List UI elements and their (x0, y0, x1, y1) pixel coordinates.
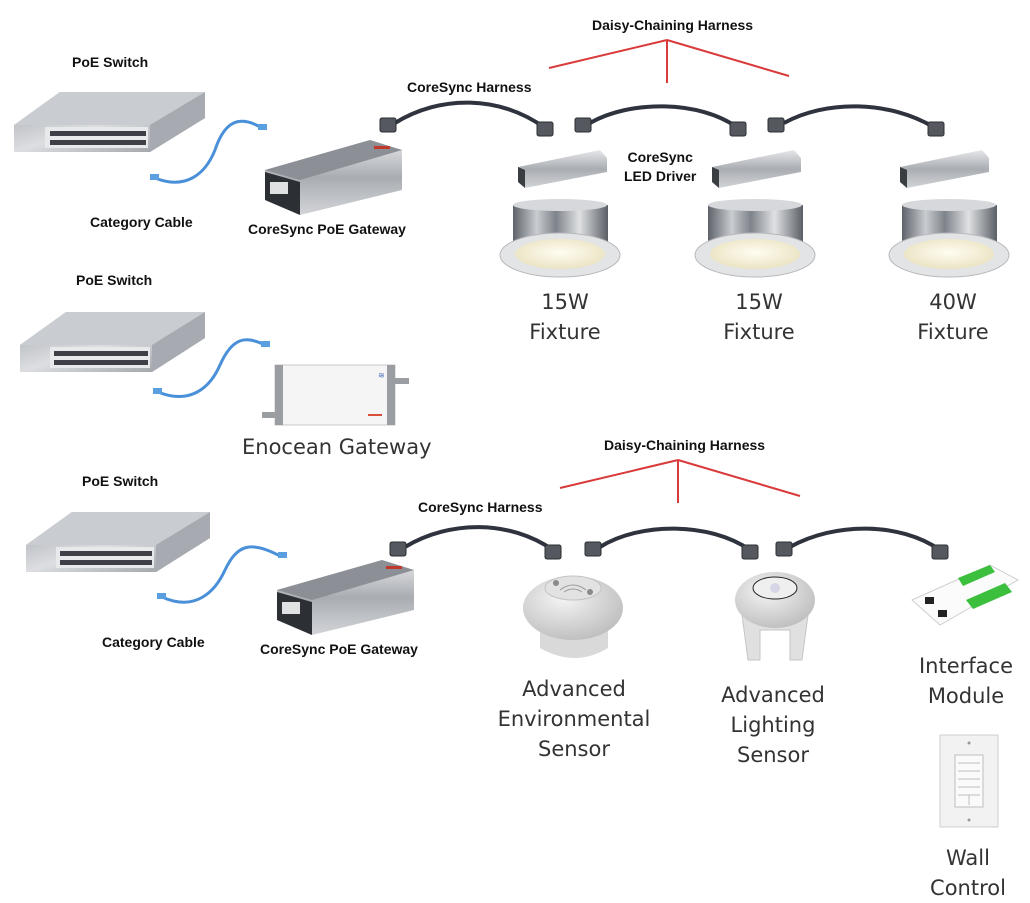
wall-control-label: Wall Control (908, 843, 1028, 903)
advanced-lighting-sensor (735, 572, 815, 661)
poe-switch-3-label: PoE Switch (82, 473, 159, 489)
interface-module (911, 564, 1020, 626)
coresync-led-driver-label: CoreSync LED Driver (624, 148, 696, 186)
fixture-2-type: Fixture (723, 320, 795, 344)
daisy-chaining-harness-2-label: Daisy-Chaining Harness (604, 437, 766, 453)
lighting-sensor-label: Advanced Lighting Sensor (693, 680, 853, 770)
poe-switch-2-label: PoE Switch (76, 272, 153, 288)
led-driver-label-line2: LED Driver (624, 168, 697, 184)
interface-module-label: Interface Module (906, 651, 1026, 711)
coresync-harness-1-label: CoreSync Harness (407, 79, 532, 95)
led-driver-2 (712, 150, 801, 188)
category-cable-1-label: Category Cable (90, 214, 193, 230)
led-driver-1 (518, 150, 607, 188)
env-sensor-line1: Advanced (522, 677, 626, 701)
harness-cables-row3 (403, 525, 942, 552)
daisy-harness-1b (783, 104, 937, 130)
advanced-environmental-sensor (523, 575, 623, 658)
fixture-40w (888, 199, 1010, 278)
lighting-sensor-line3: Sensor (737, 743, 809, 767)
wall-control-line2: Control (930, 876, 1006, 900)
harness-connectors-row3 (389, 541, 949, 560)
daisy-chaining-harness-1-label: Daisy-Chaining Harness (592, 17, 754, 33)
enocean-gateway: ≋ (262, 364, 409, 426)
daisy-callout-lines-2 (559, 459, 801, 503)
fixture-2-wattage: 15W (735, 290, 783, 314)
poe-switch-1-label: PoE Switch (72, 54, 149, 70)
interface-module-line1: Interface (918, 654, 1014, 678)
env-sensor-line2: Environmental (497, 707, 651, 731)
fixture-3-label: 40W Fixture (903, 287, 1003, 347)
coresync-poe-gateway-2-label: CoreSync PoE Gateway (260, 641, 418, 657)
fixture-15w-1 (499, 199, 621, 278)
category-cable-3 (161, 545, 281, 604)
led-driver-3 (900, 150, 989, 188)
poe-switch-2 (20, 312, 205, 372)
fixture-2-label: 15W Fixture (709, 287, 809, 347)
poe-switch-3 (26, 512, 210, 572)
harness-connectors-row1 (379, 117, 945, 137)
fixture-1-type: Fixture (529, 320, 601, 344)
coresync-poe-gateway-2 (277, 560, 414, 635)
wall-control (939, 734, 999, 828)
fixture-3-wattage: 40W (929, 290, 977, 314)
category-cable-1 (154, 119, 263, 184)
lighting-sensor-line2: Lighting (730, 713, 816, 737)
fixture-3-type: Fixture (917, 320, 989, 344)
coresync-poe-gateway-1 (265, 140, 402, 215)
category-cable-3-label: Category Cable (102, 634, 205, 650)
daisy-callout-lines-1 (548, 39, 790, 83)
enocean-gateway-label: Enocean Gateway (242, 435, 432, 459)
env-sensor-line3: Sensor (538, 737, 610, 761)
coresync-poe-gateway-1-label: CoreSync PoE Gateway (248, 221, 406, 237)
environmental-sensor-label: Advanced Environmental Sensor (494, 674, 654, 764)
poe-switch-1 (14, 92, 205, 152)
fixture-1-label: 15W Fixture (515, 287, 615, 347)
interface-module-line2: Module (927, 684, 1005, 708)
led-driver-label-line1: CoreSync (627, 149, 693, 165)
daisy-harness-1a (589, 104, 740, 130)
category-cable-2 (157, 338, 266, 398)
svg-text:≋: ≋ (378, 371, 385, 380)
coresync-harness-2-label: CoreSync Harness (418, 499, 543, 515)
fixture-1-wattage: 15W (541, 290, 589, 314)
wall-control-line1: Wall (946, 846, 990, 870)
coresync-harness-1 (393, 100, 547, 130)
fixture-15w-2 (694, 199, 816, 278)
lighting-sensor-line1: Advanced (721, 683, 825, 707)
